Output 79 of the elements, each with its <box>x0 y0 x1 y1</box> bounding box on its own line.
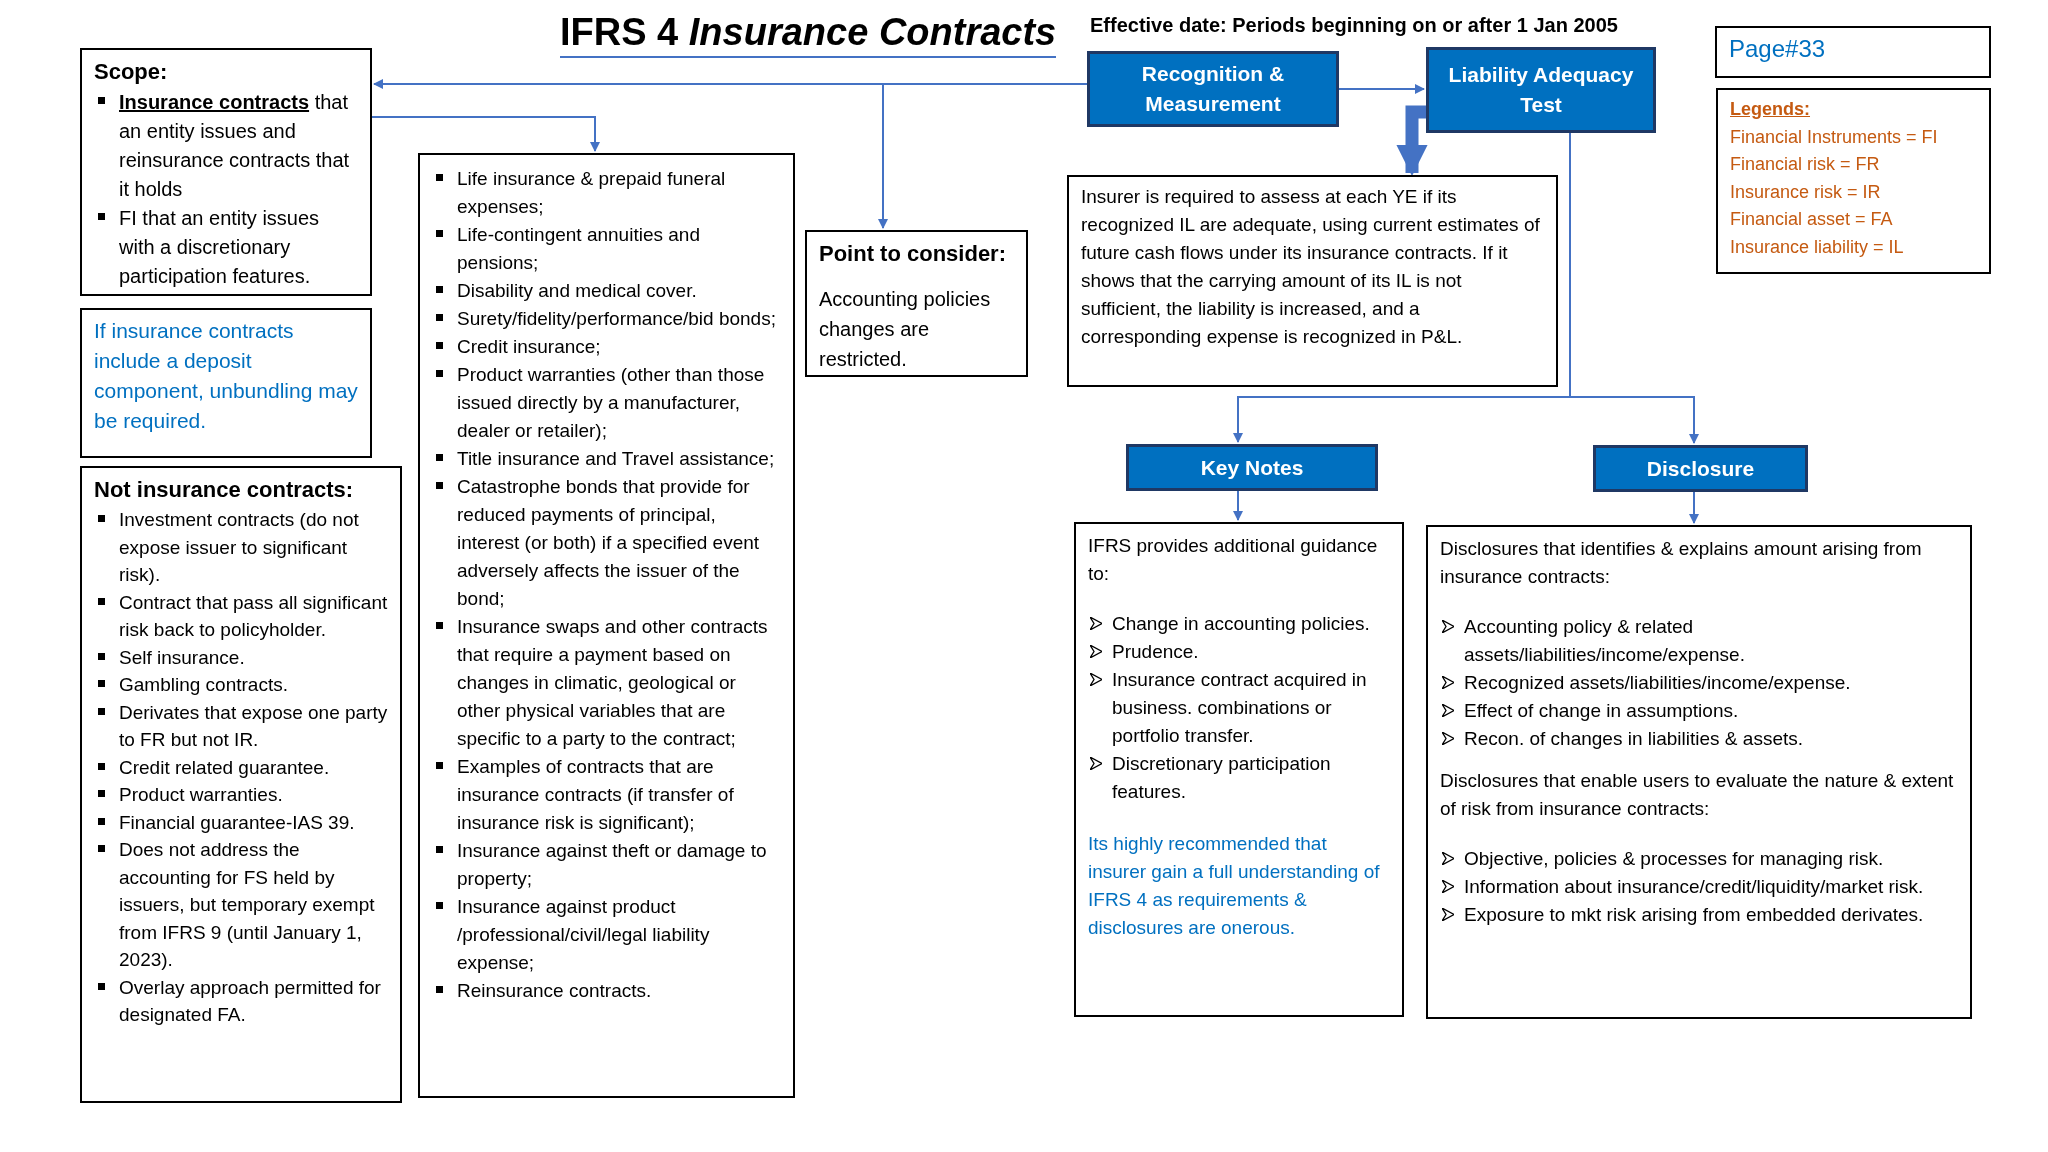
bullet-text: Investment contracts (do not expose issuer to significant risk). <box>119 508 360 587</box>
bullet-text: Gambling contracts. <box>119 673 288 697</box>
paragraph-text: Accounting policies changes are restricted. <box>819 287 992 372</box>
box-title: Liability Adequacy Test <box>1447 62 1635 118</box>
bullet-text: Financial guarantee-IAS 39. <box>119 810 355 835</box>
bullet-text: Product warranties. <box>119 783 283 807</box>
bullet-text: Insurance contracts that an entity issues and reinsurance contracts that it holds <box>119 90 351 202</box>
process-box <box>1126 444 1378 491</box>
text-box <box>1074 522 1404 1017</box>
effective-date-text: Effective date: Periods beginning on or after 1 Jan 2005 <box>1090 13 1618 38</box>
text-box <box>1426 525 1972 1019</box>
bullet-text: Insurance against product /professional/civil/legal liability expense; <box>457 895 711 975</box>
block-arrow <box>1396 105 1428 177</box>
bullet-text: FI that an entity issues with a discretionary participation features. <box>119 206 321 289</box>
process-box <box>1593 445 1808 492</box>
scope-box <box>80 48 372 296</box>
page-number: Page#33 <box>1729 34 1827 63</box>
legend-entry: Financial Instruments = FI <box>1730 125 1939 149</box>
page-box <box>1715 26 1991 78</box>
box-title: Key Notes <box>1200 454 1304 481</box>
process-box <box>1426 47 1656 133</box>
process-box <box>1087 51 1339 127</box>
bullet-text: Life insurance & prepaid funeral expenses; <box>457 167 727 219</box>
heading-text: Scope: <box>94 58 169 86</box>
legend-heading: Legends: <box>1730 98 1811 121</box>
bullet-text: Discretionary participation features. <box>1112 752 1332 804</box>
text-box <box>1067 175 1558 387</box>
bullet-text: Insurance contract acquired in business. combinations or portfolio transfer. <box>1112 668 1368 748</box>
bullet-text: Overlay approach permitted for designated FA. <box>119 975 382 1027</box>
legend-entry: Financial asset = FA <box>1730 208 1894 231</box>
bullet-text: Information about insurance/credit/liquidity/market risk. <box>1464 875 1924 899</box>
bullet-text: Contract that pass all significant risk back to policyholder. <box>119 590 388 642</box>
paragraph-text: IFRS provides additional guidance to: <box>1088 534 1379 586</box>
bullet-text: Life-contingent annuities and pensions; <box>457 223 701 275</box>
arrow <box>1689 491 1699 524</box>
bullet-text: Insurance swaps and other contracts that require a payment based on changes in climatic, geological or other physical variables that are specific to a party to the contract; <box>457 615 769 751</box>
bullet-text: Recognized assets/liabilities/income/expense. <box>1464 671 1851 695</box>
bullet-text: Objective, policies & processes for managing risk. <box>1464 847 1884 871</box>
paragraph-text: Disclosures that enable users to evaluate the nature & extent of risk from insurance contracts: <box>1440 769 1955 821</box>
bullet-text: Prudence. <box>1112 640 1199 664</box>
arrow <box>878 83 1088 229</box>
bullet-text: Product warranties (other than those issued directly by a manufacturer, dealer or retailer); <box>457 363 766 443</box>
list-box <box>80 466 402 1103</box>
box-title: Disclosure <box>1646 455 1755 482</box>
note-text: Its highly recommended that insurer gain a full understanding of IFRS 4 as requirements & disclosures are onerous. <box>1088 832 1381 940</box>
legend-box <box>1716 88 1991 274</box>
bullet-text: Credit insurance; <box>457 335 601 359</box>
bullet-text: Exposure to mkt risk arising from embedded derivates. <box>1464 903 1924 927</box>
paragraph-text: Disclosures that identifies & explains amount arising from insurance contracts: <box>1440 537 1923 589</box>
paragraph-text: Insurer is required to assess at each YE if its recognized IL are adequate, using current estimates of future cash flows under its insurance contracts. If it shows that the carrying amount of its IL is not sufficient, the liability is increased, and a corresponding expense is recognized in P&L. <box>1081 185 1541 349</box>
heading-text: Not insurance contracts: <box>94 476 355 504</box>
bullet-text: Catastrophe bonds that provide for reduced payments of principal, interest (or both) if a specified event adversely affects the issuer of the bond; <box>457 475 761 611</box>
legend-entry: Insurance liability = IL <box>1730 235 1905 259</box>
bullet-text: Disability and medical cover. <box>457 279 697 303</box>
bullet-text: Credit related guarantee. <box>119 755 330 780</box>
list-box <box>418 153 795 1098</box>
bullet-text: Recon. of changes in liabilities & assets. <box>1464 727 1803 751</box>
arrow <box>1233 490 1243 521</box>
bullet-text: Derivates that expose one party to FR but not IR. <box>119 700 388 752</box>
bullet-text: Accounting policy & related assets/liabilities/income/expense. <box>1464 615 1746 667</box>
bullet-text: Effect of change in assumptions. <box>1464 699 1739 723</box>
legend-entry: Insurance risk = IR <box>1730 180 1882 204</box>
box-title: Recognition & Measurement <box>1140 61 1286 117</box>
arrow <box>371 116 600 152</box>
bullet-text: Examples of contracts that are insurance contracts (if transfer of insurance risk is significant); <box>457 755 735 835</box>
bullet-text: Insurance against theft or damage to property; <box>457 839 768 891</box>
note-box <box>80 308 372 458</box>
bullet-text: Self insurance. <box>119 645 245 670</box>
note-text: If insurance contracts include a deposit component, unbundling may be required. <box>94 318 358 434</box>
bullet-text: Reinsurance contracts. <box>457 979 652 1003</box>
bullet-text: Title insurance and Travel assistance; <box>457 447 775 471</box>
legend-entry: Financial risk = FR <box>1730 153 1881 176</box>
bullet-text: Does not address the accounting for FS held by issuers, but temporary exempt from IFRS 9 (until January 1, 2023). <box>119 838 376 972</box>
heading-text: Point to consider: <box>819 240 1007 268</box>
bullet-text: Change in accounting policies. <box>1112 612 1370 636</box>
title: IFRS 4 Insurance Contracts <box>560 8 1057 58</box>
arrow <box>1338 84 1425 94</box>
bullet-text: Surety/fidelity/performance/bid bonds; <box>457 307 776 331</box>
note-box <box>805 230 1028 377</box>
